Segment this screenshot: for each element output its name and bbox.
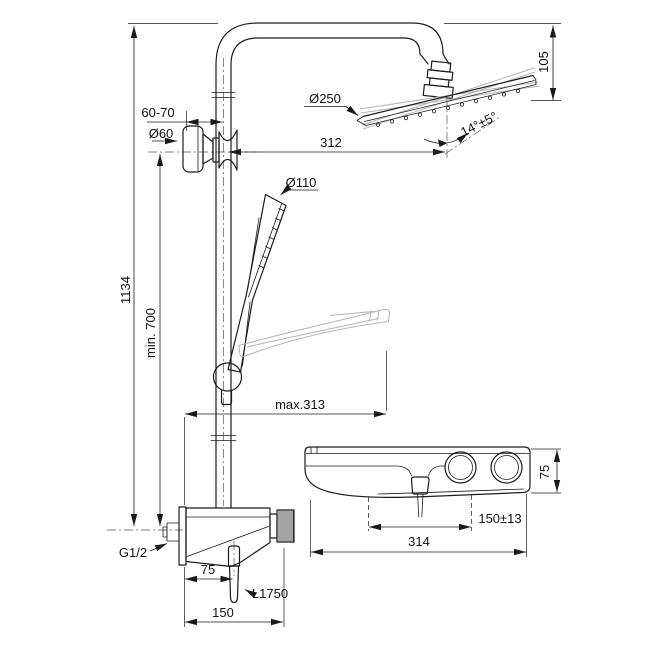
label-head-projection: 312 [320, 135, 342, 150]
extension-lines [128, 23, 561, 627]
leader-head-diameter [345, 105, 359, 116]
nozzles [375, 88, 521, 127]
label-mixer-width: 314 [408, 534, 430, 549]
knurl-texture [278, 510, 294, 542]
label-handshower-diameter: Ø110 [286, 175, 317, 190]
overhead-shower-head [356, 67, 540, 130]
shower-hose [228, 565, 240, 604]
leader-lines [149, 105, 359, 599]
label-min-mounting-height: min. 700 [143, 308, 158, 358]
dimension-lines [130, 25, 561, 626]
label-bracket-diameter: Ø60 [149, 126, 174, 141]
leader-handshower-diameter [280, 184, 292, 196]
hand-shower-phantom [238, 308, 391, 358]
label-head-height: 105 [536, 51, 551, 73]
shower-arm-connector [422, 60, 454, 100]
label-wall-distance: 60-70 [141, 105, 174, 120]
dimension-labels: 1134 min. 700 60-70 Ø60 Ø250 312 105 14°… [118, 51, 552, 620]
label-hose-length: L1750 [252, 586, 288, 601]
label-hose-offset: 75 [201, 562, 215, 577]
label-overall-height: 1134 [118, 276, 133, 304]
label-shelf-depth: 75 [537, 465, 552, 479]
mixer-top-view [304, 446, 531, 518]
label-connection-thread: G1/2 [119, 545, 147, 560]
riser-column [210, 22, 450, 509]
mixer-knob-right [490, 451, 523, 484]
label-head-angle: 14°±5° [458, 108, 500, 139]
mixer-side-view [162, 506, 295, 604]
leader-hose-length [244, 589, 258, 599]
label-head-diameter: Ø250 [309, 91, 341, 106]
slider-ball [212, 362, 243, 406]
mixer-knob-left [444, 451, 477, 484]
label-max-reach: max.313 [275, 397, 325, 412]
angle-arc-arrow [438, 139, 448, 147]
spray-face-hatch [258, 208, 285, 269]
label-inlet-spacing: 150±13 [478, 511, 521, 526]
label-mixer-depth: 150 [212, 605, 234, 620]
hand-shower [227, 193, 287, 373]
wall-bracket [182, 125, 238, 173]
leader-connection-thread [149, 543, 168, 552]
